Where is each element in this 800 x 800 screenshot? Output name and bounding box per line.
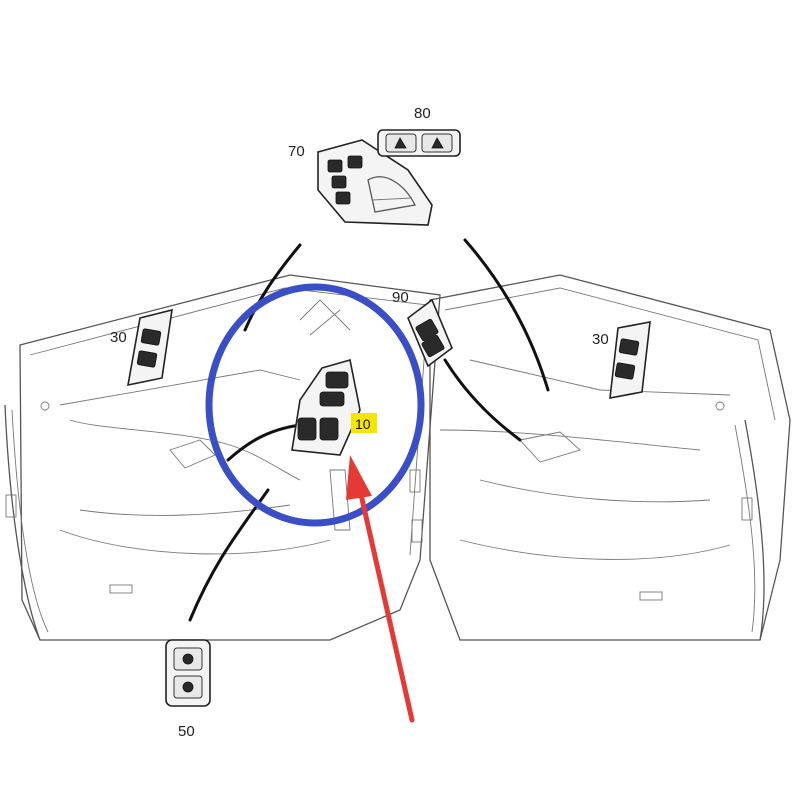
part-90-switch: [407, 298, 453, 368]
right-door: [429, 274, 791, 641]
part-80-switch: [377, 129, 461, 157]
callout-30-left: 30: [110, 329, 127, 346]
callout-50: 50: [178, 723, 195, 740]
part-30-right-switch: [609, 321, 651, 399]
callout-90: 90: [392, 289, 409, 306]
highlight-circle: [205, 283, 425, 527]
callout-10-highlight: [351, 413, 377, 433]
part-70-seat-control: [317, 139, 433, 226]
part-30-left-switch: [127, 308, 173, 387]
callout-10: 10: [355, 416, 371, 432]
callout-70: 70: [288, 143, 305, 160]
callout-30-right: 30: [592, 331, 609, 348]
red-pointer-arrow: [346, 455, 415, 723]
part-10-window-switch: [291, 358, 361, 456]
part-50-switch: [165, 639, 211, 707]
callout-80: 80: [414, 105, 431, 122]
